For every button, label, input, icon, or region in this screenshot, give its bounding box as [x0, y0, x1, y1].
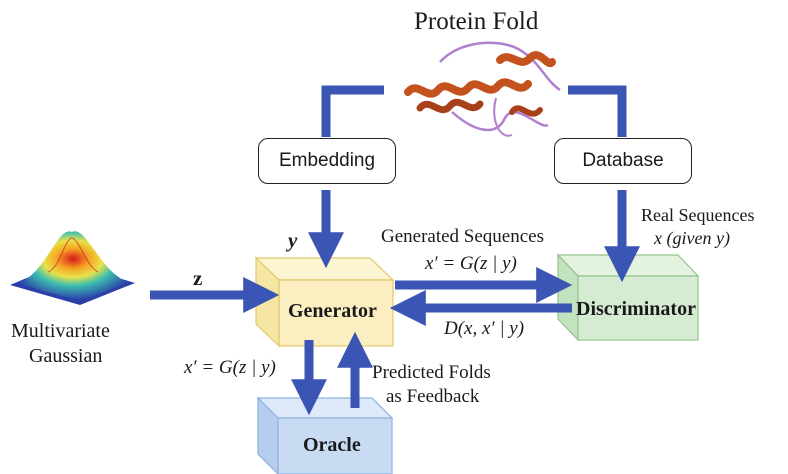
real-sequences-label-line2: x (given y) — [654, 228, 730, 248]
gaussian-surface-icon — [10, 231, 135, 305]
generated-sequences-label: Generated Sequences — [381, 226, 545, 247]
gaussian-label-line2: Gaussian — [29, 345, 103, 367]
feedback-label-line2: as Feedback — [386, 386, 480, 407]
generator-label: Generator — [288, 300, 377, 322]
gaussian-label-line1: Multivariate — [11, 320, 110, 342]
protein-fold-title: Protein Fold — [414, 8, 539, 35]
z-input-label: z — [193, 266, 203, 290]
embedding-box: Embedding — [258, 138, 396, 184]
protein-fold-icon — [404, 41, 561, 137]
oracle-input-label: x′ = G(z | y) — [184, 357, 276, 378]
generated-formula-label: x′ = G(z | y) — [425, 253, 517, 274]
real-sequences-label-line1: Real Sequences — [641, 205, 755, 225]
fold-to-database-arrow — [568, 85, 627, 137]
fold-to-embedding-arrow — [321, 85, 384, 137]
discriminator-output-label: D(x, x′ | y) — [444, 318, 525, 339]
y-input-label: y — [288, 228, 298, 252]
oracle-label: Oracle — [303, 434, 361, 456]
discriminator-label: Discriminator — [576, 298, 696, 320]
feedback-label-line1: Predicted Folds — [372, 362, 491, 383]
database-box: Database — [554, 138, 692, 184]
